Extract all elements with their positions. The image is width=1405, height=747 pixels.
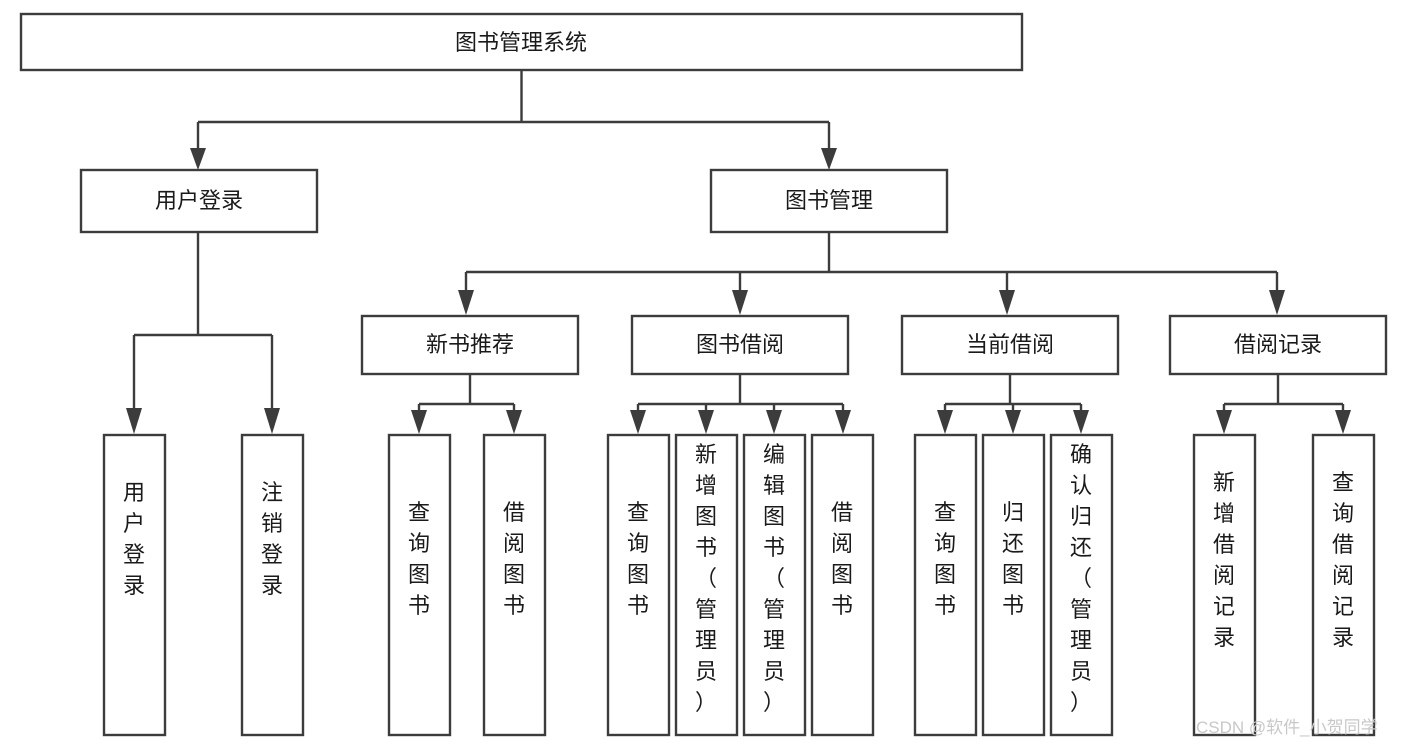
node-leaf-add-book-box[interactable] [674, 433, 739, 737]
node-borrow-record-box[interactable] [1168, 314, 1388, 376]
node-leaf-user-login[interactable]: 用户登录 [102, 433, 167, 737]
node-book-borrow-label: 图书借阅 [696, 332, 784, 357]
node-leaf-query-record-box[interactable] [1311, 433, 1376, 737]
node-new-book-rec-label: 新书推荐 [426, 332, 514, 357]
node-current-borrow[interactable]: 当前借阅 [900, 314, 1120, 376]
arrowhead-leaf-edit-book [766, 410, 782, 434]
node-leaf-add-record[interactable]: 新增借阅记录 [1192, 433, 1257, 737]
node-current-borrow-label: 当前借阅 [966, 332, 1054, 357]
arrowhead-leaf-query-book-3 [937, 410, 953, 434]
node-leaf-confirm-return-label: 确认归还（管理员） [1070, 442, 1092, 715]
node-borrow-record[interactable]: 借阅记录 [1168, 314, 1388, 376]
node-root-label: 图书管理系统 [455, 30, 587, 55]
node-leaf-query-book-2-box[interactable] [606, 433, 671, 737]
arrowhead-new-book-rec [458, 290, 474, 315]
arrowhead-user-login [190, 148, 206, 170]
arrowhead-leaf-query-book-2 [630, 410, 646, 434]
node-book-manage-box[interactable] [709, 168, 949, 234]
node-leaf-query-book-3[interactable]: 查询图书 [913, 433, 978, 737]
node-book-borrow[interactable]: 图书借阅 [630, 314, 850, 376]
node-leaf-return-book-label: 归还图书 [1002, 500, 1024, 618]
arrowhead-leaf-add-book [698, 410, 714, 434]
node-leaf-query-record-label: 查询借阅记录 [1332, 470, 1354, 650]
arrowhead-leaf-query-book-1 [411, 410, 427, 434]
arrowhead-leaf-user-logout [264, 408, 280, 434]
node-user-login[interactable]: 用户登录 [79, 168, 319, 234]
arrowhead-leaf-user-login [126, 408, 142, 434]
node-leaf-edit-book-box[interactable] [742, 433, 807, 737]
node-leaf-edit-book-label: 编辑图书（管理员） [763, 442, 785, 715]
node-book-manage-label: 图书管理 [785, 188, 873, 213]
arrowhead-borrow-record [1269, 290, 1285, 315]
node-leaf-user-logout[interactable]: 注销登录 [240, 433, 305, 737]
node-leaf-add-record-label: 新增借阅记录 [1213, 470, 1235, 650]
node-leaf-user-logout-box[interactable] [240, 433, 305, 737]
node-leaf-confirm-return[interactable]: 确认归还（管理员） [1049, 433, 1114, 737]
node-leaf-borrow-book-1[interactable]: 借阅图书 [482, 433, 547, 737]
node-leaf-confirm-return-box[interactable] [1049, 433, 1114, 737]
node-user-login-label: 用户登录 [155, 188, 243, 213]
node-leaf-add-book-label: 新增图书（管理员） [695, 442, 717, 715]
node-leaf-add-book[interactable]: 新增图书（管理员） [674, 433, 739, 737]
node-leaf-edit-book[interactable]: 编辑图书（管理员） [742, 433, 807, 737]
node-leaf-borrow-book-2[interactable]: 借阅图书 [810, 433, 875, 737]
node-leaf-query-book-1[interactable]: 查询图书 [387, 433, 452, 737]
node-current-borrow-box[interactable] [900, 314, 1120, 376]
arrowhead-leaf-confirm-return [1073, 410, 1089, 434]
node-leaf-query-book-3-box[interactable] [913, 433, 978, 737]
node-leaf-return-book-box[interactable] [981, 433, 1046, 737]
node-new-book-rec-box[interactable] [360, 314, 580, 376]
arrowhead-leaf-return-book [1005, 410, 1021, 434]
node-leaf-borrow-book-2-label: 借阅图书 [831, 500, 853, 618]
arrowhead-book-manage [821, 148, 837, 170]
arrowhead-leaf-query-record [1335, 410, 1351, 434]
node-leaf-return-book[interactable]: 归还图书 [981, 433, 1046, 737]
node-leaf-user-login-label: 用户登录 [123, 480, 145, 598]
arrowhead-book-borrow [732, 290, 748, 315]
node-leaf-user-logout-label: 注销登录 [261, 480, 283, 598]
node-leaf-user-login-box[interactable] [102, 433, 167, 737]
node-leaf-add-record-box[interactable] [1192, 433, 1257, 737]
watermark-label: CSDN @软件_小贺同学 [1196, 718, 1378, 737]
node-leaf-query-book-2[interactable]: 查询图书 [606, 433, 671, 737]
node-leaf-query-record[interactable]: 查询借阅记录 [1311, 433, 1376, 737]
node-book-manage[interactable]: 图书管理 [709, 168, 949, 234]
arrowhead-leaf-borrow-book-1 [506, 410, 522, 434]
node-leaf-borrow-book-1-label: 借阅图书 [503, 500, 525, 618]
node-leaf-query-book-2-label: 查询图书 [627, 500, 649, 618]
node-borrow-record-label: 借阅记录 [1234, 332, 1322, 357]
node-leaf-query-book-3-label: 查询图书 [934, 500, 956, 618]
node-user-login-box[interactable] [79, 168, 319, 234]
node-root[interactable]: 图书管理系统 [19, 12, 1024, 72]
arrowhead-current-borrow [999, 290, 1015, 315]
connector-layer [126, 70, 1351, 434]
node-leaf-query-book-1-label: 查询图书 [408, 500, 430, 618]
node-leaf-query-book-1-box[interactable] [387, 433, 452, 737]
node-leaf-borrow-book-1-box[interactable] [482, 433, 547, 737]
node-root-box[interactable] [19, 12, 1024, 72]
node-leaf-borrow-book-2-box[interactable] [810, 433, 875, 737]
node-new-book-rec[interactable]: 新书推荐 [360, 314, 580, 376]
node-book-borrow-box[interactable] [630, 314, 850, 376]
arrowhead-leaf-borrow-book-2 [835, 410, 851, 434]
arrowhead-leaf-add-record [1216, 410, 1232, 434]
